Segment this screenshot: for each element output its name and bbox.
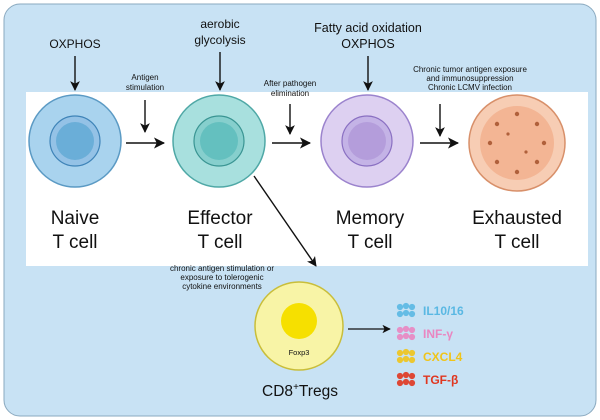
cytokine-0: IL10/16: [396, 302, 464, 318]
naive-cell-label-1: Naive: [51, 208, 100, 229]
naive-input-label: OXPHOS: [49, 37, 100, 51]
cytokine-label: CXCL4: [423, 350, 463, 364]
cytokine-3: TGF-β: [396, 371, 458, 387]
effector-cell: [172, 94, 266, 188]
pathogen-label-2: elimination: [271, 89, 309, 98]
memory-cell-nucleus: [348, 122, 386, 160]
exhausted-cell-label-2: T cell: [494, 232, 539, 253]
memory-input-label-2: OXPHOS: [341, 37, 395, 51]
memory-input-label-1: Fatty acid oxidation: [314, 21, 422, 35]
pathogen-label-1: After pathogen: [264, 79, 316, 88]
cytokine-label: INF-γ: [423, 327, 453, 341]
exhausted-cell-label-1: Exhausted: [472, 208, 562, 229]
memory-cell-label-2: T cell: [347, 232, 392, 253]
exhausted-input-label-3: Chronic LCMV infection: [428, 83, 512, 92]
naive-cell-label-2: T cell: [52, 232, 97, 253]
effector-cell-label-1: Effector: [187, 208, 253, 229]
cytokine-label: IL10/16: [423, 304, 464, 318]
cytokine-dots-icon: [396, 371, 416, 387]
naive-cell-nucleus: [56, 122, 94, 160]
effector-input-label-2: glycolysis: [194, 33, 245, 47]
treg-cell-nucleus: [281, 303, 317, 339]
cd8-tregs-label: CD8+Tregs: [262, 382, 338, 400]
antigen-label-1: Antigen: [131, 73, 158, 82]
naive-cell: [28, 94, 122, 188]
treg-condition-label-3: cytokine environments: [182, 282, 262, 291]
effector-input-label-1: aerobic: [200, 17, 239, 31]
treg-cell: Foxp3: [254, 281, 344, 371]
cytokine-dots-icon: [396, 302, 416, 318]
treg-condition-label-2: exposure to tolerogenic: [180, 273, 263, 282]
treg-condition-label-1: chronic antigen stimulation or: [170, 264, 274, 273]
cytokine-1: INF-γ: [396, 325, 453, 341]
cytokine-dots-icon: [396, 348, 416, 364]
memory-cell-label-1: Memory: [336, 208, 405, 229]
memory-cell: [320, 94, 414, 188]
antigen-label-2: stimulation: [126, 83, 164, 92]
foxp3-label: Foxp3: [289, 348, 310, 357]
effector-cell-label-2: T cell: [197, 232, 242, 253]
cytokine-dots-icon: [396, 325, 416, 341]
exhausted-input-label-1: Chronic tumor antigen exposure: [413, 65, 527, 74]
cytokine-label: TGF-β: [423, 373, 458, 387]
effector-cell-nucleus: [200, 122, 238, 160]
exhausted-input-label-2: and immunosuppression: [426, 74, 513, 83]
exhausted-cell: [468, 94, 566, 192]
effector-to-treg-arrow: [253, 175, 317, 267]
exhausted-cell-granules: [487, 111, 547, 175]
cytokine-2: CXCL4: [396, 348, 463, 364]
